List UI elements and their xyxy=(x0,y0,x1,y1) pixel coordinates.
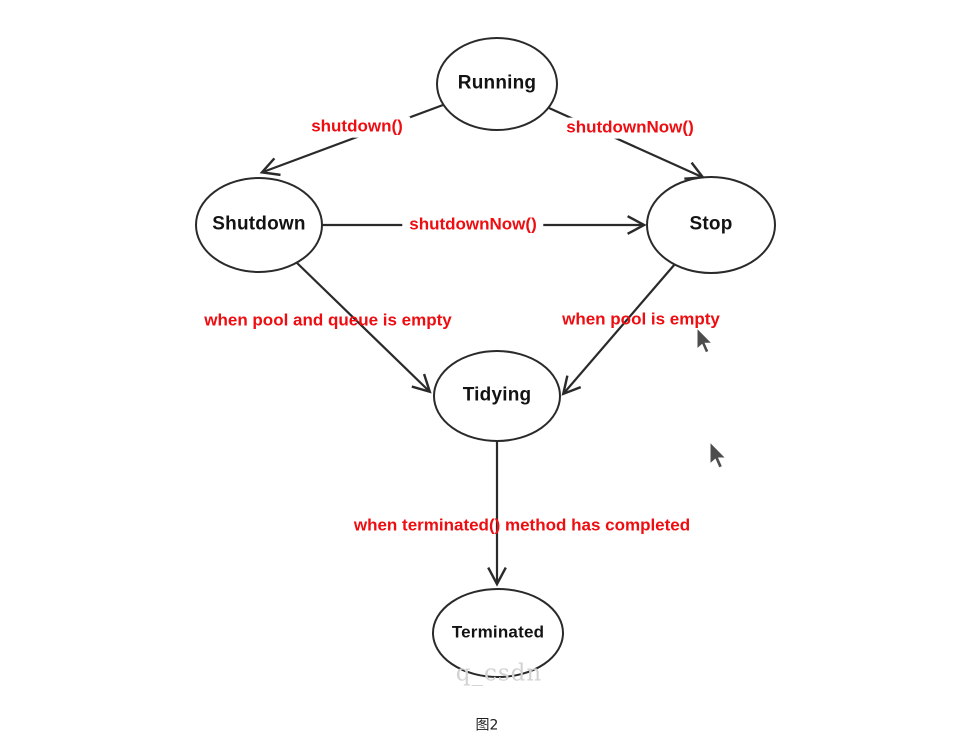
state-ellipse-terminated xyxy=(432,588,564,678)
state-label-running: Running xyxy=(457,72,537,94)
state-label-tidying: Tidying xyxy=(462,384,532,406)
figure-caption: 图2 xyxy=(475,717,499,734)
edge-label-shutdownnow-mid: shutdownNow() xyxy=(402,214,544,236)
edge-stop-tidying xyxy=(561,263,676,396)
state-nodes xyxy=(195,37,776,678)
state-ellipse-shutdown xyxy=(195,177,323,273)
mouse-cursor-icon xyxy=(696,326,714,354)
edge-running-shutdown xyxy=(259,103,444,177)
state-ellipse-stop xyxy=(646,176,776,274)
edge-label-terminated-method-complete: when terminated() method has completed xyxy=(353,515,691,535)
state-ellipse-tidying xyxy=(433,350,561,442)
state-ellipse-running xyxy=(436,37,558,131)
edge-label-shutdown: shutdown() xyxy=(304,116,410,138)
edge-label-pool-empty: when pool is empty xyxy=(562,309,720,329)
edge-label-pool-queue-empty: when pool and queue is empty xyxy=(204,310,452,330)
mouse-cursor-icon xyxy=(709,440,727,469)
edge-shutdown-tidying xyxy=(295,261,432,394)
state-label-terminated: Terminated xyxy=(451,622,545,642)
watermark-text: q_csdn xyxy=(455,660,543,687)
state-label-stop: Stop xyxy=(689,213,733,235)
transition-edges xyxy=(259,103,706,587)
state-label-shutdown: Shutdown xyxy=(212,213,306,235)
edge-label-shutdownnow-top: shutdownNow() xyxy=(559,117,701,139)
